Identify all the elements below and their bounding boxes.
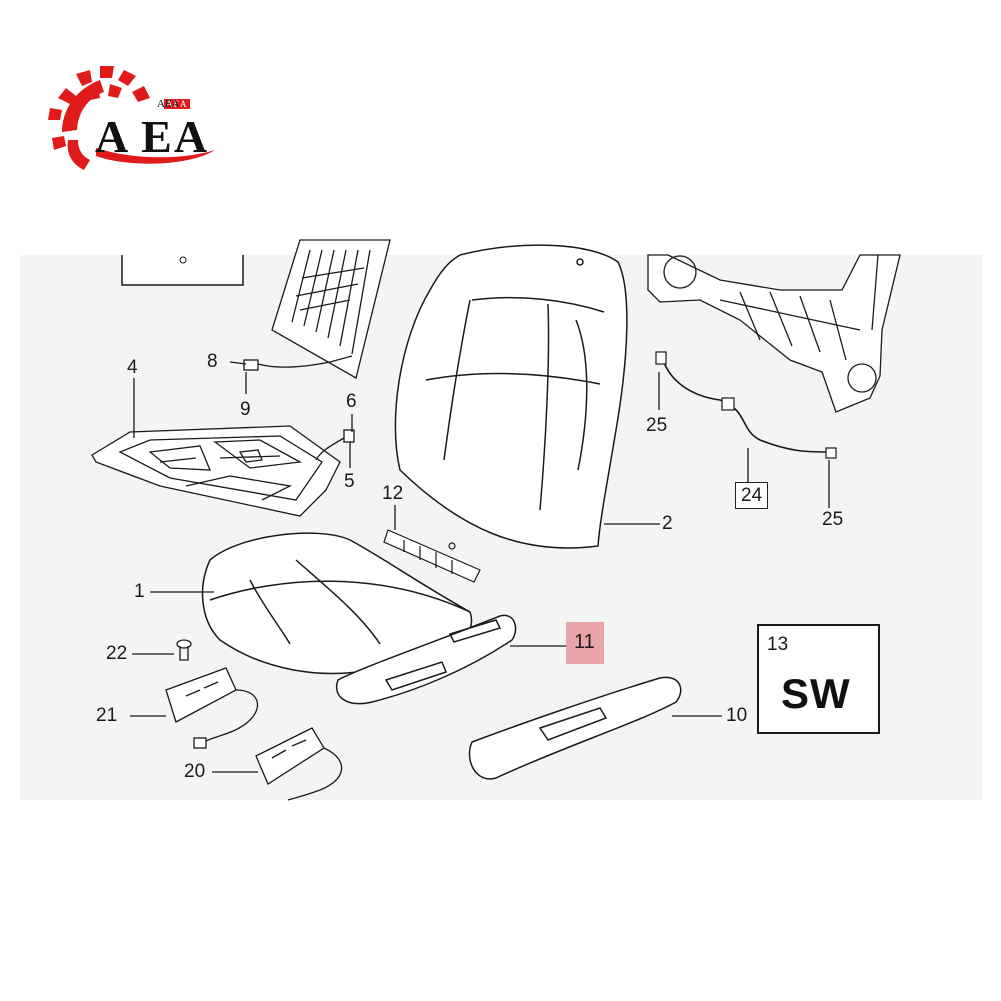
seat-switch-20 — [255, 727, 343, 801]
seat-side-cover — [468, 676, 682, 780]
callout-22: 22 — [106, 643, 128, 664]
logo-main-text: A EA — [95, 111, 210, 162]
callout-24: 24 — [735, 482, 769, 509]
legend-code: SW — [781, 670, 851, 717]
cushion-heater-mat — [91, 425, 341, 517]
cropped-part-outline — [121, 255, 244, 286]
seat-frame — [647, 254, 901, 413]
heater-harness — [243, 355, 353, 371]
callout-10: 10 — [726, 705, 748, 726]
callout-4: 4 — [127, 357, 138, 378]
seat-side-trim — [335, 614, 517, 705]
legend-box: 13 SW — [757, 624, 880, 734]
callout-9: 9 — [240, 399, 251, 420]
callout-8: 8 — [207, 351, 218, 372]
backrest-cover — [394, 244, 628, 549]
callout-21: 21 — [96, 705, 118, 726]
seat-wiring-harness — [655, 351, 837, 459]
backrest-heater-mat — [271, 239, 391, 379]
callout-2: 2 — [662, 513, 673, 534]
bolt — [176, 639, 192, 661]
seat-switch-21 — [165, 667, 259, 749]
callout-1: 1 — [134, 581, 145, 602]
callout-5: 5 — [344, 471, 355, 492]
legend-number: 13 — [767, 634, 789, 655]
callout-25-bottom: 25 — [822, 509, 844, 530]
callout-leader-lines — [130, 361, 830, 773]
sensor-strip — [383, 529, 481, 583]
callout-6: 6 — [346, 391, 357, 412]
heater-connector — [315, 429, 355, 461]
brand-logo — [48, 66, 215, 170]
logo-tag: AEA — [164, 94, 190, 112]
callout-12: 12 — [382, 483, 404, 504]
callout-11-highlighted: 11 — [566, 622, 604, 664]
logo-tag-text: AEA — [164, 99, 190, 109]
logo-subtext: AEA — [157, 98, 180, 110]
callout-20: 20 — [184, 761, 206, 782]
callout-25-top: 25 — [646, 415, 668, 436]
